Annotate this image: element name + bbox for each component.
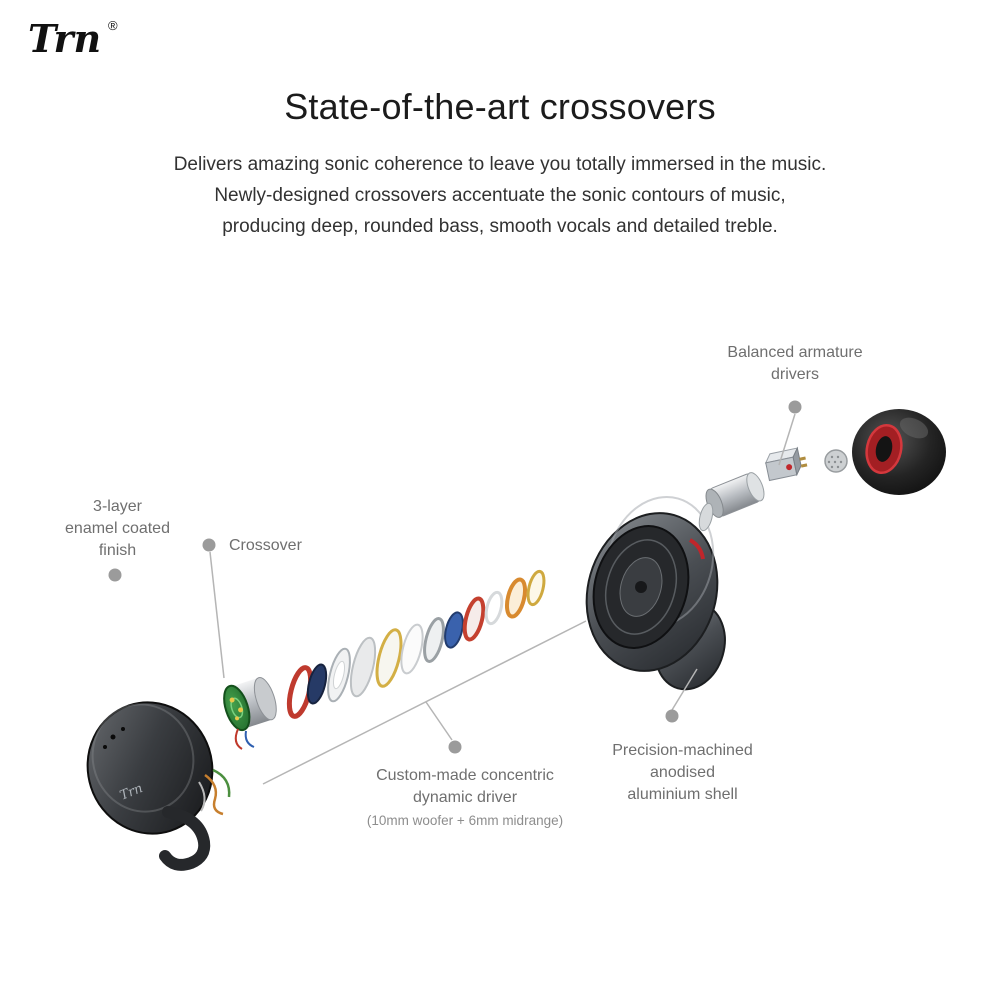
shell-red-accent bbox=[688, 538, 705, 560]
faceplate: Trn bbox=[86, 701, 231, 871]
mesh-filter bbox=[824, 449, 848, 473]
callout-line: Balanced armature bbox=[727, 344, 863, 361]
nozzle-ring bbox=[698, 502, 714, 532]
callout-leader-lines bbox=[209, 413, 796, 785]
callout-line: Custom-made concentric bbox=[376, 767, 554, 784]
ear-tip bbox=[852, 409, 946, 495]
crossover-pcb bbox=[223, 677, 277, 750]
connector-hook bbox=[159, 806, 211, 871]
callout-enamel-finish: 3-layer enamel coated finish bbox=[20, 496, 215, 562]
subtitle: Delivers amazing sonic coherence to leav… bbox=[120, 150, 880, 242]
dot-dynamic-driver bbox=[448, 740, 462, 754]
callout-balanced-armature: Balanced armature drivers bbox=[695, 342, 895, 386]
callout-line: anodised bbox=[650, 764, 715, 782]
wires bbox=[198, 768, 231, 816]
callout-shell: Precision-machined anodised aluminium sh… bbox=[565, 740, 800, 806]
brand-logo: Trn ® bbox=[28, 16, 118, 61]
callout-line: Crossover bbox=[229, 537, 302, 554]
subtitle-line: producing deep, rounded bass, smooth voc… bbox=[222, 215, 778, 237]
callout-line: finish bbox=[98, 542, 137, 560]
callout-crossover: Crossover bbox=[229, 535, 302, 557]
callout-line: enamel coated bbox=[65, 520, 170, 538]
brand-logo-text: Trn bbox=[28, 16, 101, 61]
callout-line: aluminium shell bbox=[627, 786, 738, 804]
aluminium-shell bbox=[585, 495, 726, 691]
callout-dots bbox=[108, 400, 802, 754]
nozzle bbox=[705, 472, 765, 518]
subtitle-line: Delivers amazing sonic coherence to leav… bbox=[173, 154, 827, 175]
dot-crossover bbox=[202, 538, 216, 552]
subtitle-line: Newly-designed crossovers accentuate the… bbox=[214, 184, 786, 206]
registered-mark: ® bbox=[108, 18, 118, 33]
callout-dynamic-driver: Custom-made concentric dynamic driver (1… bbox=[315, 765, 615, 831]
balanced-armature-driver bbox=[764, 446, 808, 482]
page-title: State-of-the-art crossovers bbox=[284, 86, 716, 127]
callout-line: dynamic driver bbox=[412, 789, 518, 807]
callout-line: drivers bbox=[770, 366, 819, 384]
dot-balanced-armature bbox=[788, 400, 802, 414]
callout-line: Precision-machined bbox=[612, 742, 753, 759]
callout-line: 3-layer bbox=[93, 498, 142, 515]
dynamic-driver-stack bbox=[286, 569, 546, 719]
dot-enamel-finish bbox=[108, 568, 122, 582]
callout-detail: (10mm woofer + 6mm midrange) bbox=[366, 813, 564, 829]
dot-shell bbox=[665, 709, 679, 723]
